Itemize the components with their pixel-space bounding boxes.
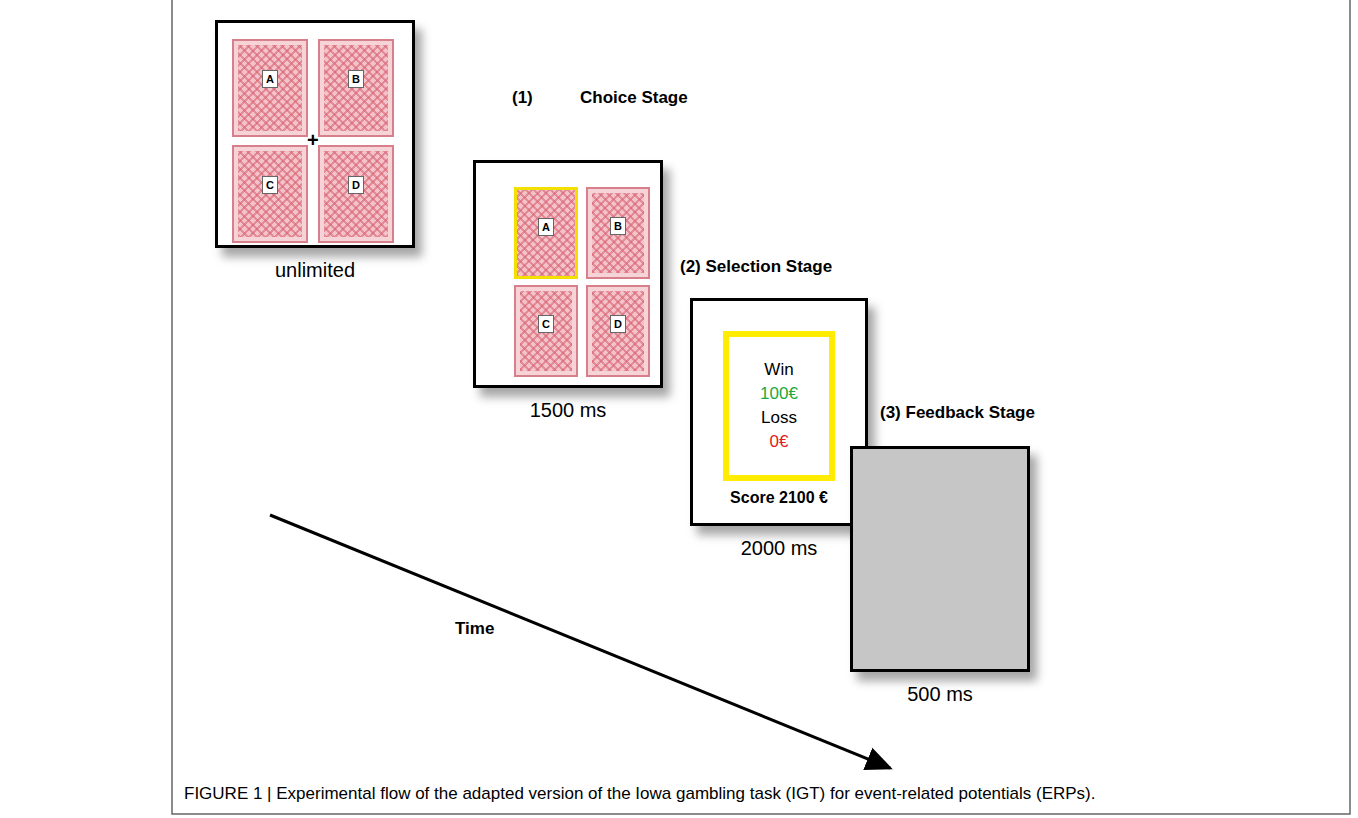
fixation-cross: + [307,130,319,150]
duration-label: unlimited [188,259,442,282]
feedback-text: 0€ [729,430,829,454]
feedback-text: 100€ [729,382,829,406]
feedback-text: Win [729,358,829,382]
stage-label: (2) Selection Stage [680,258,832,275]
card-letter: B [348,70,364,88]
figure-caption: FIGURE 1 | Experimental flow of the adap… [184,784,1334,804]
feedback-text: Loss [729,406,829,430]
card: A [514,187,578,279]
card-letter: C [538,315,554,333]
score-text: Score 2100 € [693,489,865,507]
card: B [586,187,650,279]
card-letter: D [348,176,364,194]
stage-label: Choice Stage [580,89,688,106]
card: D [318,145,394,243]
card: B [318,39,394,137]
screen: 500 ms [850,446,1030,672]
card: C [514,285,578,377]
figure-frame [172,0,1350,814]
stage-label: (3) Feedback Stage [880,404,1035,421]
card-letter: A [538,218,554,236]
card: D [586,285,650,377]
duration-label: 500 ms [823,683,1057,706]
stage-label: (1) [512,89,533,106]
card-letter: B [610,217,626,235]
screen: 1500 msABCD [473,160,663,388]
card: C [232,145,308,243]
card-letter: C [262,176,278,194]
card-letter: A [262,70,278,88]
card: A [232,39,308,137]
card-letter: D [610,315,626,333]
screen: Score 2100 €2000 msWin100€Loss0€ [690,298,868,526]
axis-label: Time [455,620,494,637]
duration-label: 1500 ms [446,399,690,422]
feedback-box: Win100€Loss0€ [723,331,835,481]
